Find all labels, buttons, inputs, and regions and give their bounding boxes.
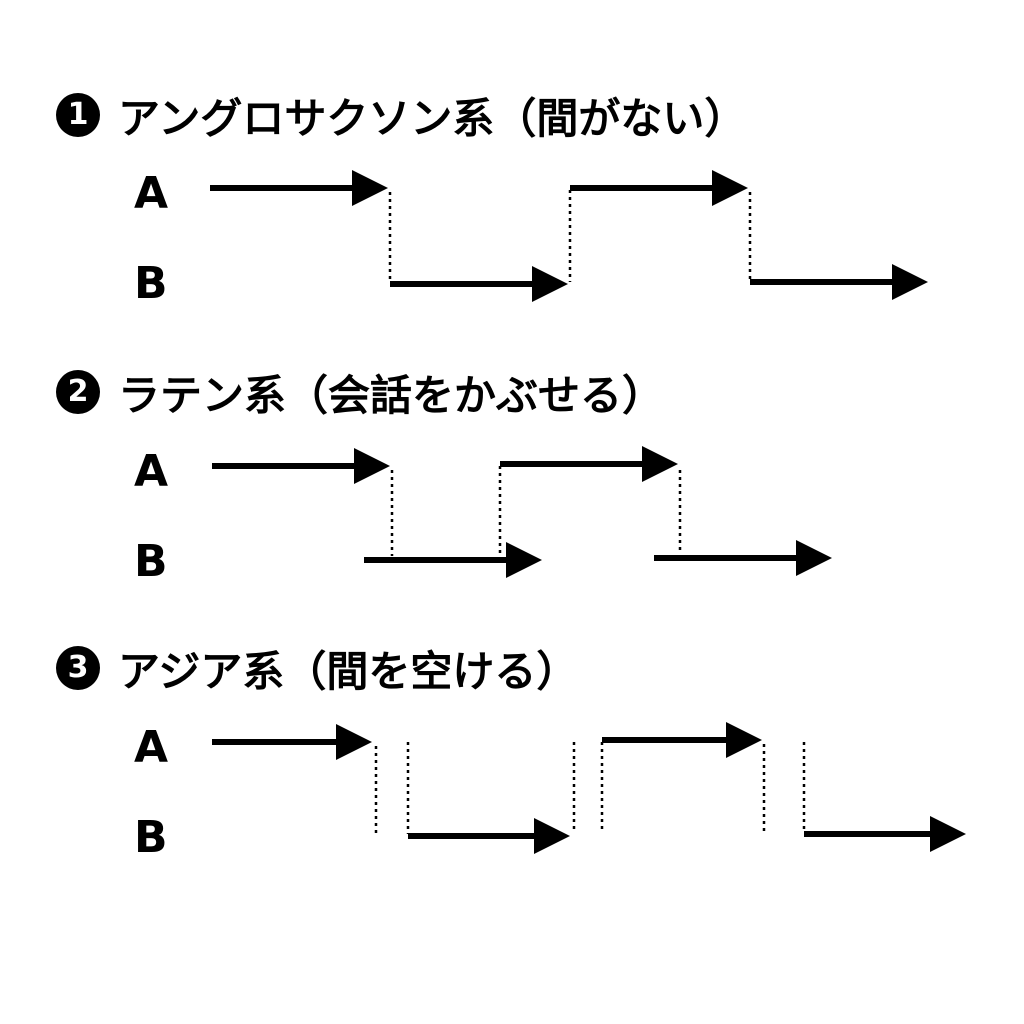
section-3-speaker-a-label: A xyxy=(134,722,169,773)
section-3-number-badge: 3 xyxy=(56,646,100,690)
section-2-title: ラテン系（会話をかぶせる） xyxy=(118,370,665,420)
section-2-number-badge: 2 xyxy=(56,370,100,414)
section-1-speaker-b-label: B xyxy=(134,258,168,309)
section-2-heading: 2 ラテン系（会話をかぶせる） xyxy=(56,364,664,420)
section-3-title: アジア系（間を空ける） xyxy=(118,646,579,696)
section-1-diagram xyxy=(210,170,928,302)
section-2-diagram xyxy=(212,446,832,578)
section-3-speaker-b-label: B xyxy=(134,812,168,863)
section-1-heading: 1 アングロサクソン系（間がない） xyxy=(56,87,746,143)
section-3-diagram xyxy=(212,722,966,854)
section-2-speaker-b-label: B xyxy=(134,536,168,587)
section-1-number-badge: 1 xyxy=(56,93,100,137)
section-2-speaker-a-label: A xyxy=(134,446,169,497)
section-3-heading: 3 アジア系（間を空ける） xyxy=(56,640,578,696)
section-1-speaker-a-label: A xyxy=(134,168,169,219)
section-1-title: アングロサクソン系（間がない） xyxy=(118,93,747,143)
